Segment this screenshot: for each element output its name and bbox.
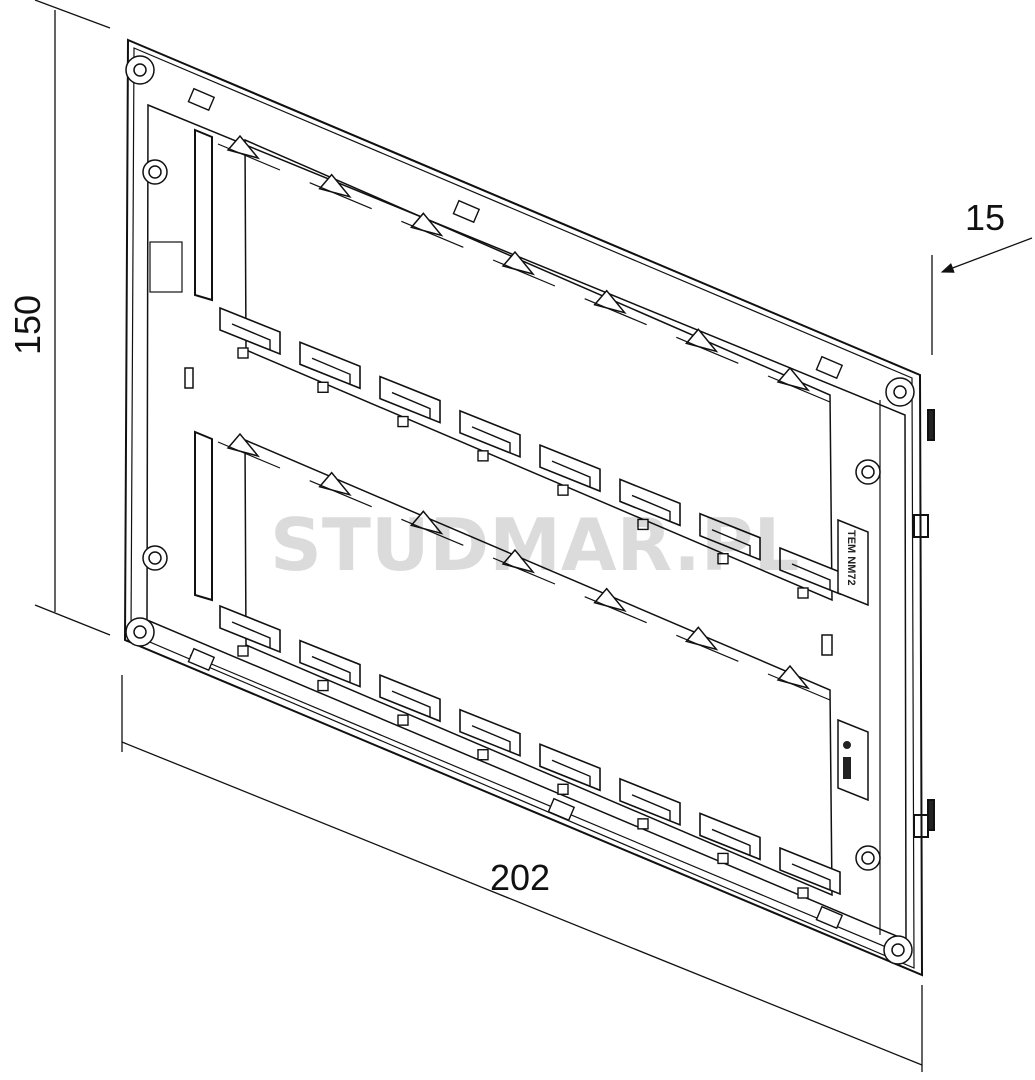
product-label: TEM NM72 [184,367,869,802]
width-dimension-label: 202 [490,857,550,898]
frame-latch [815,905,844,930]
tab-clip [217,432,281,469]
tab-clip [492,548,556,585]
screw-hole-icon [125,617,155,647]
module-clip [219,604,281,657]
screw-hole-icon [883,935,913,965]
tab-clip [584,289,647,326]
depth-dimension-label: 15 [965,197,1005,238]
dimension-height [34,0,111,636]
module-clip [379,375,441,428]
module-clip [699,812,761,865]
screw-hole-icon [885,377,915,407]
ce-mark-label [837,718,869,802]
module-clip [619,478,681,531]
screw-hole-icon [142,159,168,185]
module-clip [299,341,361,393]
tab-clip [217,134,281,171]
frame-latch [452,199,481,224]
module-clip [539,443,601,496]
tab-clip [584,587,647,624]
tab-clip [492,250,556,287]
tab-clip [767,664,831,701]
height-dimension-label: 150 [7,295,48,355]
tab-clip [309,471,372,508]
tab-clip [767,366,831,403]
module-clip [779,846,841,899]
dimension-depth [931,237,1033,355]
screw-hole-icon [125,55,155,85]
frame-latch [187,87,216,112]
frame-latch [547,797,576,822]
mounting-frame [123,38,935,977]
module-clip [459,708,521,761]
module-clip [459,409,521,462]
module-clip [539,743,601,795]
tab-clip [401,212,464,248]
dimension-width [121,675,923,1072]
svg-text:TEM NM72: TEM NM72 [845,530,857,586]
screw-hole-icon [855,845,881,871]
module-clip [299,639,361,692]
module-clips [187,87,844,930]
ce-mark-icon [843,741,851,749]
tab-clip [309,173,372,210]
module-clip [699,512,761,565]
frame-latch [815,355,844,380]
module-clip [219,306,281,359]
tab-clip [676,328,739,364]
screw-hole-icon [855,459,881,485]
module-clip [619,777,681,830]
screw-hole-icon [142,545,168,571]
module-clip [379,673,441,726]
tab-clip [676,626,739,662]
frame-latch [187,647,216,672]
screw-holes [125,55,915,965]
tab-clip [401,510,464,546]
